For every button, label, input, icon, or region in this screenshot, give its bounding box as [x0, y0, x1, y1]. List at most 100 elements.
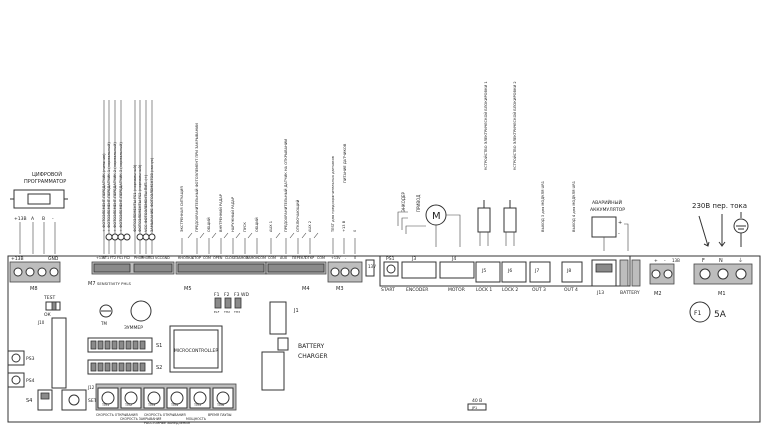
svg-text:F: F — [702, 258, 705, 264]
jp-label: JP1 — [471, 406, 477, 410]
trimmer-tm3[interactable] — [143, 387, 165, 409]
s2-label: S2 — [156, 365, 162, 371]
m3-pin-labels: +13V - 0 — [331, 256, 356, 260]
ps4-label: PS4 — [26, 378, 35, 384]
svg-text:AUX: AUX — [280, 256, 288, 260]
svg-text:НАРУЖНЫЙ РАДАР: НАРУЖНЫЙ РАДАР — [230, 196, 235, 232]
svg-text:VCC: VCC — [155, 256, 163, 260]
header-j6 — [501, 261, 527, 283]
svg-text:ЭКСТРЕННАЯ СИТУАЦИЯ: ЭКСТРЕННАЯ СИТУАЦИЯ — [180, 186, 184, 232]
j10-header — [51, 317, 67, 389]
out3-label: ВЫХОД 3 для МОДУЛЯ UR1 — [541, 181, 545, 232]
j4-label: J4 — [451, 256, 456, 262]
m8-gnd-label: GND — [48, 256, 59, 262]
charger-label-2: CHARGER — [298, 353, 328, 360]
microcontroller-label: MICROCONTROLLER — [174, 348, 218, 354]
button-ps4[interactable] — [7, 372, 25, 388]
trimmer-tm4[interactable] — [166, 387, 188, 409]
svg-text:F3: F3 — [234, 292, 240, 298]
fuse-f1 — [689, 301, 711, 323]
programmer-title-2: ПРОГРАММАТОР — [24, 179, 66, 185]
j13-label: J13 — [596, 290, 604, 296]
programmer-pin-1: +13В — [14, 216, 27, 222]
svg-text:COM: COM — [317, 256, 325, 260]
m5-pin-labels: КНОПКА STOP COM OPEN CLOSE ЗАМОК ЗАМОК C… — [178, 256, 266, 260]
header-j7 — [529, 261, 551, 283]
svg-text:PHOT: PHOT — [141, 256, 151, 260]
header-j13 — [591, 259, 617, 287]
buzzer-label: ЗУММЕР — [124, 325, 143, 331]
jp-box — [467, 403, 487, 411]
setup-button[interactable] — [61, 389, 87, 411]
svg-text:AUX 1: AUX 1 — [269, 221, 273, 232]
svg-text:СКОРОСТЬ ОТКРЫВАНИЯ: СКОРОСТЬ ОТКРЫВАНИЯ — [144, 413, 186, 417]
j6-label: J6 — [507, 268, 512, 274]
m7-label: M7 — [88, 281, 96, 287]
m4-pin-labels: COM AUX ПЕРЕКЛ ОТКР COM — [268, 256, 325, 260]
svg-text:+13V: +13V — [331, 256, 341, 260]
svg-text:ВРЕМЯ ПАУЗЫ: ВРЕМЯ ПАУЗЫ — [208, 413, 232, 417]
f1-label: F1 — [694, 310, 701, 317]
j7-sub: OUT 3 — [532, 287, 546, 293]
svg-text:GND: GND — [162, 256, 170, 260]
svg-text:TH3: TH3 — [233, 310, 240, 314]
svg-text:TM2: TM2 — [124, 403, 132, 407]
battery-icon: + - — [591, 216, 629, 251]
fuse-labels: F1 F2 F3 WD — [214, 292, 249, 298]
svg-text:TM1: TM1 — [101, 403, 109, 407]
lock-1-label: УСТРОЙСТВО ЭЛЕКТРИЧЕСКОЙ БЛОКИРОВКИ 1 — [483, 81, 488, 170]
m3-label: M3 — [336, 286, 344, 292]
svg-text:-: - — [345, 256, 347, 260]
dip-switch-s1[interactable] — [87, 337, 153, 353]
switch-s4[interactable] — [37, 389, 53, 411]
terminal-m7 — [91, 261, 175, 275]
battery-title-1: АВАРИЙНЫЙ — [592, 199, 622, 206]
trimmer-tm6[interactable] — [212, 387, 234, 409]
header-strip — [379, 255, 631, 287]
photocell-wiring — [103, 100, 156, 254]
lock-1-icon — [477, 200, 491, 246]
ok-label: ОК — [44, 312, 52, 318]
tm-label: TM — [100, 321, 107, 326]
svg-text:F2: F2 — [224, 292, 230, 298]
j6-sub: LOCK 2 — [502, 287, 518, 293]
test-jumper[interactable] — [45, 301, 61, 311]
svg-text:TM4: TM4 — [170, 403, 178, 407]
j1-label: J1 — [293, 308, 299, 314]
svg-text:ПИТАНИЕ ДАТЧИКОВ: ПИТАНИЕ ДАТЧИКОВ — [343, 143, 347, 183]
header-j5 — [475, 261, 501, 283]
svg-text:КНОПКА: КНОПКА — [178, 256, 194, 260]
terminal-m1 — [693, 263, 753, 285]
svg-text:0: 0 — [353, 229, 357, 232]
svg-text:TH2: TH2 — [223, 310, 230, 314]
charger-label-1: BATTERY — [298, 343, 325, 350]
button-ps3[interactable] — [7, 350, 25, 366]
lock-2-label: УСТРОЙСТВО ЭЛЕКТРИЧЕСКОЙ БЛОКИРОВКИ 2 — [512, 81, 517, 170]
m7-pin-labels: +13V FT1 FT2 FS1 FS2 PHOT PHOT FS3 VCC G… — [96, 256, 170, 260]
j1-connector — [261, 301, 289, 391]
j5-label: J5 — [481, 268, 486, 274]
terminal-m5 — [175, 261, 267, 275]
m2-volt: 13В — [672, 258, 680, 263]
programmer-pin-3: B — [42, 216, 45, 222]
j5-sub: LOCK 1 — [476, 287, 492, 293]
s4-label: S4 — [26, 398, 32, 404]
svg-text:FS1: FS1 — [117, 256, 123, 260]
programmer-pin-2: A — [31, 216, 35, 222]
trimmer-tm5[interactable] — [189, 387, 211, 409]
v13-box — [365, 259, 375, 277]
microcontroller-chip — [169, 325, 223, 373]
dip-switch-s2[interactable] — [87, 359, 153, 375]
svg-text:-: - — [618, 231, 620, 237]
terminal-m4 — [265, 261, 327, 275]
fuse-blocks — [214, 297, 242, 309]
trimmer-tm1[interactable] — [97, 387, 119, 409]
svg-text:COM: COM — [268, 256, 276, 260]
test-label: TEST — [43, 295, 55, 301]
ps3-label: PS3 — [26, 356, 35, 362]
m1-label: M1 — [718, 291, 726, 297]
programmer-icon — [10, 189, 68, 209]
encoder-label: ЭНКОДЕР — [401, 192, 406, 212]
trimmer-tm2[interactable] — [120, 387, 142, 409]
battery-terminals — [619, 259, 641, 287]
